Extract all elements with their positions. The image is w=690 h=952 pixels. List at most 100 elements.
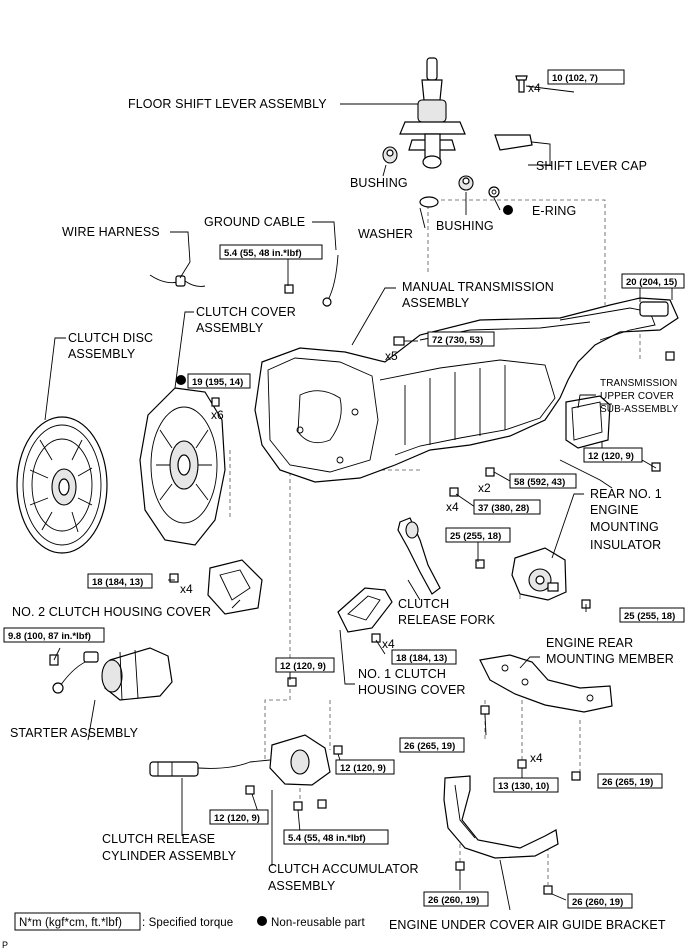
label-manual-transmission-2: ASSEMBLY bbox=[402, 296, 470, 310]
torque-accum-top: 12 (120, 9) bbox=[280, 661, 326, 672]
label-manual-transmission-1: MANUAL TRANSMISSION bbox=[402, 280, 554, 294]
clutch-release-fork-part bbox=[397, 517, 441, 595]
torque-member-center: 13 (130, 10) bbox=[498, 781, 549, 792]
torque-bracket-right: 26 (260, 19) bbox=[572, 897, 623, 908]
label-ground-cable: GROUND CABLE bbox=[204, 215, 305, 229]
nonreusable-markers bbox=[176, 205, 513, 385]
e-ring-part bbox=[488, 186, 500, 198]
label-bushing-lower: BUSHING bbox=[436, 219, 494, 233]
multipliers: x4 x5 x6 x2 x4 x4 x4 x4 bbox=[180, 81, 543, 765]
label-no1-housing-1: NO. 1 CLUTCH bbox=[358, 667, 446, 681]
legend-unit: N*m (kgf*cm, ft.*lbf) bbox=[19, 917, 122, 929]
torque-accum-right: 12 (120, 9) bbox=[340, 763, 386, 774]
mult-shift-cap: x4 bbox=[528, 81, 541, 95]
transmission-upper-cover-part bbox=[565, 395, 611, 449]
torque-58: 58 (592, 43) bbox=[514, 477, 565, 488]
legend-unit-box bbox=[14, 912, 141, 931]
torque-boxes: 10 (102, 7) 5.4 (55, 48 in.*lbf) 20 (204… bbox=[3, 69, 685, 909]
label-floor-shift-lever: FLOOR SHIFT LEVER ASSEMBLY bbox=[128, 97, 327, 111]
rear-engine-mounting-insulator-part bbox=[511, 547, 567, 601]
leader-lines bbox=[44, 85, 673, 911]
label-air-guide-bracket: ENGINE UNDER COVER AIR GUIDE BRACKET bbox=[389, 918, 666, 932]
bushing-upper-part bbox=[382, 146, 398, 164]
mult-37: x4 bbox=[446, 500, 459, 514]
bushing-lower-part bbox=[458, 175, 474, 191]
starter-part bbox=[49, 647, 173, 701]
legend-nonreusable-dot bbox=[257, 916, 267, 926]
label-rear-mount-4: INSULATOR bbox=[590, 538, 661, 552]
legend-unit-desc: : Specified torque bbox=[142, 917, 233, 929]
torque-no2-cover: 18 (184, 13) bbox=[92, 577, 143, 588]
label-clutch-disc-1: CLUTCH DISC bbox=[68, 331, 153, 345]
mult-bellhousing: x5 bbox=[385, 349, 398, 363]
label-washer: WASHER bbox=[358, 227, 413, 241]
clutch-disc-part bbox=[16, 416, 108, 554]
clutch-release-cylinder-part bbox=[149, 759, 271, 795]
label-rear-mount-1: REAR NO. 1 bbox=[590, 487, 662, 501]
mult-no1-cover: x4 bbox=[382, 637, 395, 651]
mult-member: x4 bbox=[530, 751, 543, 765]
label-clutch-cover-1: CLUTCH COVER bbox=[196, 305, 296, 319]
torque-clutch-cover: 19 (195, 14) bbox=[192, 377, 243, 388]
label-no2-housing-cover: NO. 2 CLUTCH HOUSING COVER bbox=[12, 605, 211, 619]
legend-nonreusable: Non-reusable part bbox=[271, 917, 365, 929]
label-rear-member-2: MOUNTING MEMBER bbox=[546, 652, 674, 666]
torque-37: 37 (380, 28) bbox=[478, 503, 529, 514]
torque-ground: 5.4 (55, 48 in.*lbf) bbox=[224, 248, 302, 259]
label-rear-member-1: ENGINE REAR bbox=[546, 636, 633, 650]
label-release-cylinder-2: CYLINDER ASSEMBLY bbox=[102, 849, 237, 863]
label-e-ring: E-RING bbox=[532, 204, 576, 218]
clutch-cover-part bbox=[139, 387, 226, 546]
label-starter: STARTER ASSEMBLY bbox=[10, 726, 139, 740]
torque-insulator-a: 25 (255, 18) bbox=[450, 531, 501, 542]
torque-trans-mount: 20 (204, 15) bbox=[626, 277, 677, 288]
floor-shift-lever-part bbox=[399, 57, 466, 169]
wire-harness-part bbox=[149, 274, 206, 287]
torque-cylinder: 12 (120, 9) bbox=[214, 813, 260, 824]
label-bushing-upper: BUSHING bbox=[350, 176, 408, 190]
torque-accum-bottom: 5.4 (55, 48 in.*lbf) bbox=[288, 833, 366, 844]
torque-bellhousing: 72 (730, 53) bbox=[432, 335, 483, 346]
shift-lever-cap-part bbox=[494, 75, 533, 151]
washer-part bbox=[419, 196, 439, 208]
nonreusable-dot-ering bbox=[503, 205, 513, 215]
bolts bbox=[169, 336, 675, 895]
no2-clutch-housing-cover-part bbox=[207, 559, 263, 615]
torque-insulator-b: 25 (255, 18) bbox=[624, 611, 675, 622]
corner-mark: P bbox=[2, 940, 8, 950]
label-accumulator-1: CLUTCH ACCUMULATOR bbox=[268, 862, 419, 876]
legend: N*m (kgf*cm, ft.*lbf) : Specified torque… bbox=[14, 912, 365, 931]
torque-starter: 9.8 (100, 87 in.*lbf) bbox=[8, 631, 91, 642]
label-accumulator-2: ASSEMBLY bbox=[268, 879, 336, 893]
mult-58: x2 bbox=[478, 481, 491, 495]
label-clutch-disc-2: ASSEMBLY bbox=[68, 347, 136, 361]
torque-member-right: 26 (265, 19) bbox=[602, 777, 653, 788]
engine-rear-mounting-member-part bbox=[479, 654, 613, 713]
label-release-cylinder-1: CLUTCH RELEASE bbox=[102, 832, 215, 846]
no1-clutch-housing-cover-part bbox=[337, 587, 393, 633]
label-wire-harness: WIRE HARNESS bbox=[62, 225, 160, 239]
label-trans-upper-cover-2: UPPER COVER bbox=[600, 391, 674, 402]
torque-member-left: 26 (265, 19) bbox=[404, 741, 455, 752]
part-labels: FLOOR SHIFT LEVER ASSEMBLY SHIFT LEVER C… bbox=[10, 97, 678, 932]
label-shift-lever-cap: SHIFT LEVER CAP bbox=[536, 159, 647, 173]
torque-shift-cap: 10 (102, 7) bbox=[552, 73, 598, 84]
air-guide-bracket-part bbox=[443, 775, 559, 859]
clutch-accumulator-part bbox=[269, 677, 343, 811]
label-clutch-cover-2: ASSEMBLY bbox=[196, 321, 264, 335]
torque-no1-cover: 18 (184, 13) bbox=[396, 653, 447, 664]
label-trans-upper-cover-1: TRANSMISSION bbox=[600, 378, 677, 389]
mult-clutch-cover: x6 bbox=[211, 408, 224, 422]
label-rear-mount-3: MOUNTING bbox=[590, 520, 659, 534]
torque-upper-cover: 12 (120, 9) bbox=[588, 451, 634, 462]
mult-no2-cover: x4 bbox=[180, 582, 193, 596]
label-release-fork-2: RELEASE FORK bbox=[398, 613, 496, 627]
label-trans-upper-cover-3: SUB-ASSEMBLY bbox=[600, 404, 678, 415]
torque-bracket-left: 26 (260, 19) bbox=[428, 895, 479, 906]
label-rear-mount-2: ENGINE bbox=[590, 503, 639, 517]
label-no1-housing-2: HOUSING COVER bbox=[358, 683, 466, 697]
ground-cable-part bbox=[284, 254, 339, 307]
nonreusable-dot-clutch-cover bbox=[176, 375, 186, 385]
label-release-fork-1: CLUTCH bbox=[398, 597, 449, 611]
